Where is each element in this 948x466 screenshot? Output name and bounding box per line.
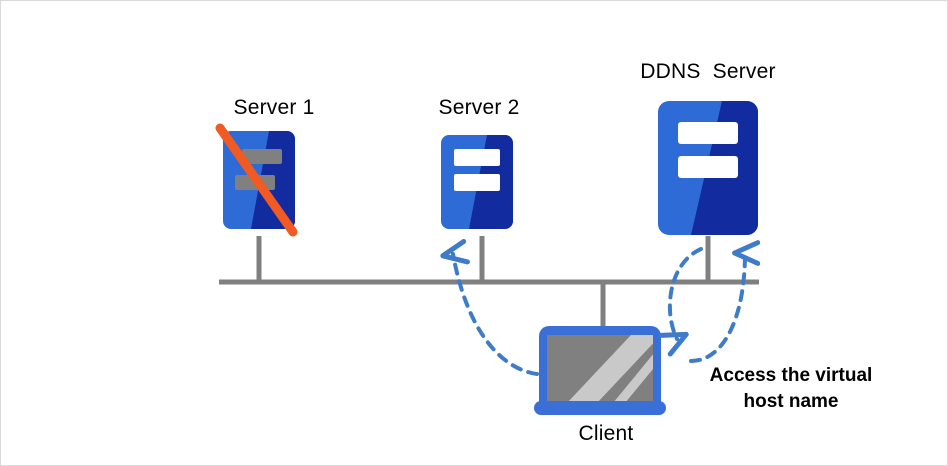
server1-bar-top bbox=[242, 149, 282, 164]
server1-disabled-strike-icon bbox=[215, 123, 298, 237]
server2-icon[interactable] bbox=[441, 135, 513, 229]
arrow-up-to-ddns bbox=[689, 253, 745, 363]
connection-client-to-server2 bbox=[453, 254, 539, 376]
ddns-bar-bottom bbox=[678, 156, 738, 178]
access-virtual-host-name-annotation: Access the virtual host name bbox=[709, 365, 873, 412]
server1-icon[interactable] bbox=[215, 123, 298, 237]
ddns-server-icon[interactable] bbox=[658, 101, 758, 235]
server2-label: Server 2 bbox=[438, 96, 520, 119]
client-icon[interactable] bbox=[534, 326, 681, 415]
network-bus bbox=[219, 236, 759, 328]
server1-label: Server 1 bbox=[233, 96, 315, 119]
arrow-down-to-client bbox=[670, 247, 703, 339]
ddns-server-label: DDNS Server bbox=[640, 60, 776, 83]
client-label: Client bbox=[578, 422, 634, 445]
server2-bar-bottom bbox=[454, 174, 500, 191]
client-screen-stripes bbox=[567, 335, 653, 403]
client-base bbox=[534, 401, 666, 415]
server2-bar-top bbox=[454, 149, 500, 166]
connection-client-ddns-loop bbox=[670, 247, 745, 363]
ddns-bar-top bbox=[678, 122, 738, 144]
